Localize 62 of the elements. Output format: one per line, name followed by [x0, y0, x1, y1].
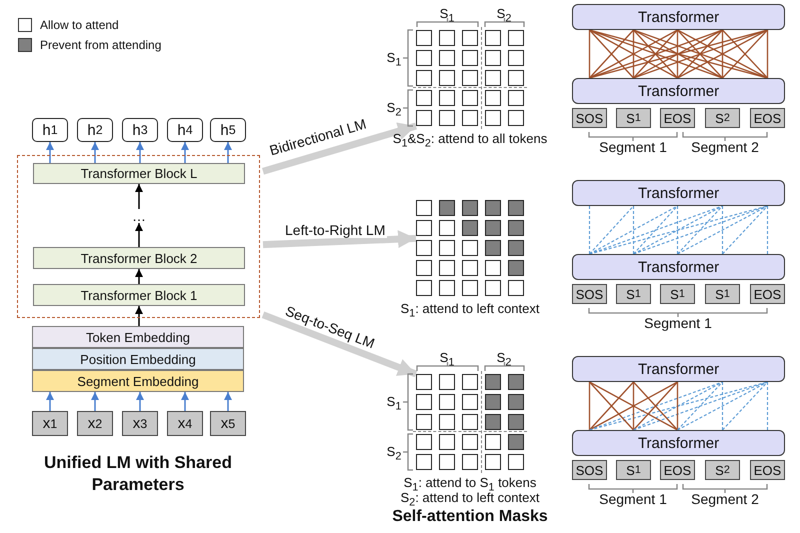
block-arrow [262, 311, 418, 378]
token-box: EOS [660, 108, 695, 128]
ellipsis: … [129, 209, 149, 223]
attention-mask-grid [416, 374, 524, 470]
segment-label: S$_{2}$ [496, 6, 512, 25]
transformer-box: Transformer [572, 4, 785, 30]
embedding-layer: Segment Embedding [32, 370, 244, 392]
arrow [135, 184, 143, 209]
mask-caption: S$_{1}$&S$_{2}$: attend to all tokens [392, 131, 548, 150]
segment-label: Segment 2 [691, 139, 759, 155]
transformer-block: Transformer Block 1 [33, 284, 245, 306]
arrow [46, 392, 54, 411]
segment-label: S$_{1}$ [386, 50, 402, 69]
arrow [181, 142, 189, 163]
attention-mask-grid [416, 30, 524, 126]
arrow [136, 142, 144, 163]
arrow [224, 392, 232, 411]
token-box: SOS [572, 108, 607, 128]
shared-parameters-frame [17, 155, 260, 318]
segment-label: Segment 1 [644, 315, 712, 331]
transformer-box: Transformer [572, 78, 785, 104]
token-box: EOS [660, 460, 695, 480]
segment-label: S$_{2}$ [386, 444, 402, 463]
token-box: EOS [750, 284, 785, 304]
segment-label: S$_{1}$ [386, 394, 402, 413]
transformer-block: Transformer Block 2 [33, 247, 245, 269]
embedding-layer: Position Embedding [32, 348, 244, 370]
segment-label: S$_{2}$ [496, 350, 512, 369]
attention-mask-grid [416, 200, 524, 296]
legend-text: Prevent from attending [40, 38, 162, 52]
arrow [135, 269, 143, 284]
arrow [91, 142, 99, 163]
transformer-box: Transformer [572, 356, 785, 382]
arrow [224, 142, 232, 163]
transformer-block: Transformer Block L [33, 163, 245, 184]
block-arrow [262, 230, 416, 248]
transformer-box: Transformer [572, 430, 785, 456]
segment-label: S$_{1}$ [440, 350, 454, 369]
token-box: SOS [572, 284, 607, 304]
transformer-box: Transformer [572, 254, 785, 280]
token-box: SOS [572, 460, 607, 480]
arrow [135, 223, 143, 247]
arrow [46, 142, 54, 163]
caption: Unified LM with Shared Parameters [43, 452, 233, 496]
edge-label: Left-to-Right LM [283, 222, 388, 238]
block-arrow [262, 122, 417, 175]
transformer-box: Transformer [572, 180, 785, 206]
legend-text: Allow to attend [40, 18, 119, 32]
embedding-layer: Token Embedding [32, 326, 244, 348]
segment-label: S$_{2}$ [386, 100, 402, 119]
token-box: EOS [750, 108, 785, 128]
segment-label: Segment 1 [599, 139, 667, 155]
segment-label: Segment 1 [599, 491, 667, 507]
arrow [135, 306, 143, 326]
arrow [136, 392, 144, 411]
segment-label: Segment 2 [691, 491, 759, 507]
arrow [181, 392, 189, 411]
segment-label: S$_{1}$ [440, 6, 454, 25]
mask-caption: S$_{1}$: attend to left context [400, 301, 540, 320]
token-box: EOS [750, 460, 785, 480]
arrow [91, 392, 99, 411]
caption: Self-attention Masks [392, 508, 548, 526]
